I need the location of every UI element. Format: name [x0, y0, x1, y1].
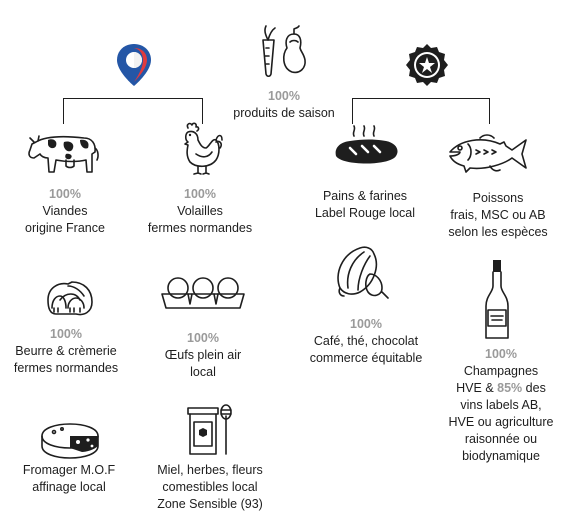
champagnes-line2-a: HVE &	[456, 381, 498, 395]
cafe-label: 100% Café, thé, chocolat commerce équita…	[296, 316, 436, 367]
connector-right-h	[352, 98, 490, 99]
connector-right-v1	[352, 98, 353, 124]
connector-left-h	[63, 98, 203, 99]
champagnes-line2-pct: 85%	[497, 381, 523, 395]
viandes-label: 100% Viandes origine France	[0, 186, 130, 237]
viandes-pct: 100%	[49, 187, 81, 201]
butter-icon	[47, 281, 93, 316]
pains-line2: Label Rouge local	[314, 206, 416, 220]
france-location-pin-icon	[117, 44, 151, 86]
viandes-line1: Viandes	[42, 204, 88, 218]
volailles-label: 100% Volailles fermes normandes	[136, 186, 264, 237]
champagnes-pct: 100%	[485, 347, 517, 361]
egg-carton-icon	[161, 277, 245, 309]
oeufs-pct: 100%	[187, 331, 219, 345]
seasonal-text: produits de saison	[233, 106, 335, 120]
connector-right-v2	[489, 98, 490, 124]
poissons-label: Poissons frais, MSC ou AB selon les espè…	[434, 190, 562, 241]
champagnes-line2-c: des	[522, 381, 546, 395]
connector-left-v2	[202, 98, 203, 124]
fish-icon	[449, 134, 527, 173]
connector-left-v1	[63, 98, 64, 124]
viandes-line2: origine France	[25, 221, 105, 235]
volailles-line1: Volailles	[177, 204, 223, 218]
chicken-icon	[184, 122, 223, 175]
miel-line2: comestibles local	[162, 480, 258, 494]
pains-label: Pains & farines Label Rouge local	[300, 188, 430, 222]
pains-line1: Pains & farines	[322, 189, 408, 203]
cafe-line2: commerce équitable	[309, 351, 423, 365]
oeufs-line1: Œufs plein air	[164, 348, 242, 362]
poissons-line2: frais, MSC ou AB	[450, 208, 546, 222]
miel-label: Miel, herbes, fleurs comestibles local Z…	[140, 462, 280, 513]
cafe-pct: 100%	[350, 317, 382, 331]
champagnes-line6: biodynamique	[462, 449, 540, 463]
oeufs-line2: local	[190, 365, 216, 379]
fromager-label: Fromager M.O.F affinage local	[2, 462, 136, 496]
champagnes-line4: HVE ou agriculture	[448, 415, 554, 429]
beurre-pct: 100%	[50, 327, 82, 341]
miel-line3: Zone Sensible (93)	[157, 497, 263, 511]
fromager-line2: affinage local	[32, 480, 106, 494]
champagne-bottle-icon	[485, 260, 509, 339]
seasonal-label: 100% produits de saison	[214, 88, 354, 122]
poissons-line1: Poissons	[472, 191, 524, 205]
volailles-line2: fermes normandes	[147, 221, 253, 235]
bread-icon	[335, 125, 398, 164]
oeufs-label: 100% Œufs plein air local	[140, 330, 266, 381]
beurre-line2: fermes normandes	[13, 361, 119, 375]
champagnes-line3: vins labels AB,	[460, 398, 542, 412]
beurre-label: 100% Beurre & crèmerie fermes normandes	[0, 326, 132, 377]
cafe-line1: Café, thé, chocolat	[313, 334, 419, 348]
cheese-wheel-icon	[41, 423, 99, 459]
champagnes-line2: HVE & 85% des	[456, 381, 546, 395]
champagnes-label: 100% Champagnes HVE & 85% des vins label…	[436, 346, 566, 465]
cocoa-pod-icon	[337, 246, 389, 299]
vegetables-icon	[262, 25, 306, 78]
beurre-line1: Beurre & crèmerie	[15, 344, 117, 358]
honey-jar-icon	[187, 404, 232, 455]
miel-line1: Miel, herbes, fleurs	[157, 463, 263, 477]
champagnes-line1: Champagnes	[463, 364, 539, 378]
cow-icon	[28, 135, 99, 173]
fromager-line1: Fromager M.O.F	[22, 463, 116, 477]
volailles-pct: 100%	[184, 187, 216, 201]
quality-award-badge-icon	[406, 44, 448, 86]
poissons-line3: selon les espèces	[448, 225, 548, 239]
champagnes-line5: raisonnée ou	[464, 432, 538, 446]
seasonal-pct: 100%	[268, 89, 300, 103]
